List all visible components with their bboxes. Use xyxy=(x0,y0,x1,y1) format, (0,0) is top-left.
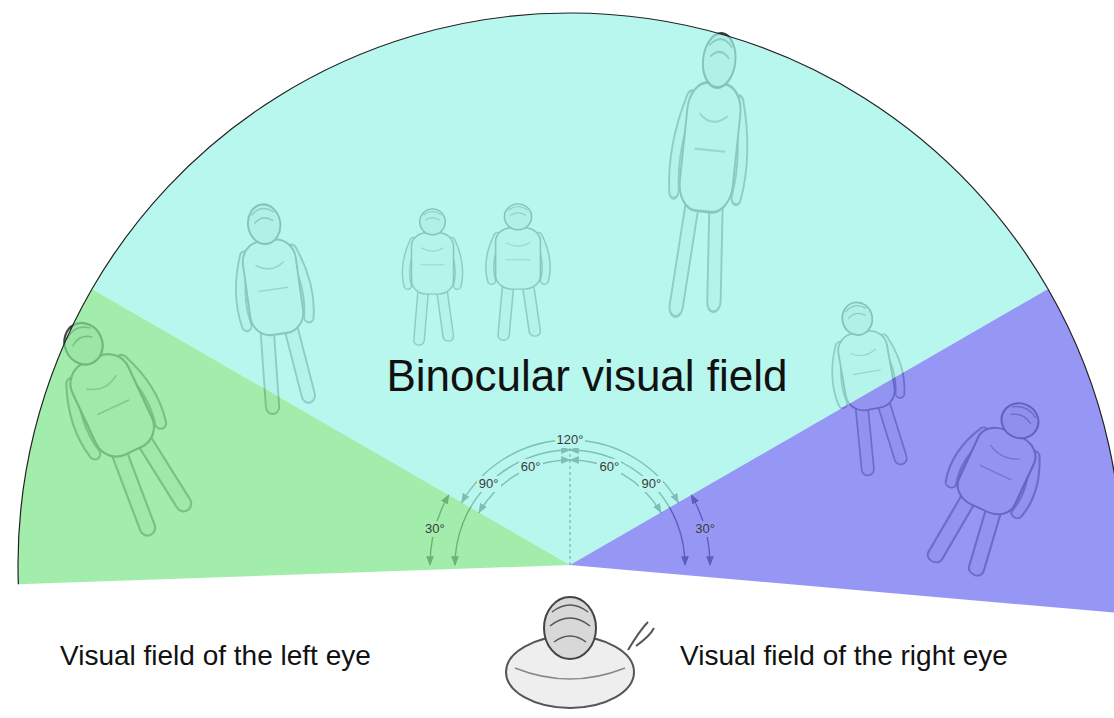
angle-arcs xyxy=(430,440,710,565)
angle-label: 30° xyxy=(423,521,447,537)
binocular-field: Binocular visual field xyxy=(91,13,1049,565)
field-label: Binocular visual field xyxy=(386,351,787,402)
person-figure xyxy=(228,200,322,409)
sector-arc xyxy=(18,289,92,584)
person-figure xyxy=(406,209,459,341)
sector-shape xyxy=(18,289,570,585)
person-figure xyxy=(490,204,546,336)
person-figure xyxy=(918,389,1062,581)
midline xyxy=(569,447,570,565)
field-label: Visual field of the left eye xyxy=(60,640,371,672)
angle-label: 90° xyxy=(639,476,663,492)
angle-label: 60° xyxy=(597,459,621,475)
angle-label: 90° xyxy=(477,476,501,492)
sector-shape xyxy=(91,13,1049,565)
sector-fill xyxy=(570,289,1114,613)
observer-figure xyxy=(506,597,654,708)
angle-label: 60° xyxy=(519,459,543,475)
field-label: Visual field of the right eye xyxy=(680,640,1008,672)
right-eye-field: Visual field of the right eye xyxy=(570,289,1114,614)
person-figure xyxy=(824,297,914,472)
angle-arc xyxy=(455,450,570,565)
person-figure xyxy=(39,308,200,536)
sector-fill xyxy=(18,289,570,584)
person-figure xyxy=(660,30,755,312)
sector-arc xyxy=(92,13,1048,289)
walking-people xyxy=(39,30,1062,581)
angle-label: 30° xyxy=(693,521,717,537)
sector-shape xyxy=(570,289,1114,614)
sector-arc xyxy=(1048,289,1114,613)
left-eye-field: Visual field of the left eye xyxy=(18,289,570,585)
angle-label: 120° xyxy=(555,432,586,448)
angle-arc xyxy=(570,450,685,565)
sector-fill xyxy=(92,13,1048,565)
